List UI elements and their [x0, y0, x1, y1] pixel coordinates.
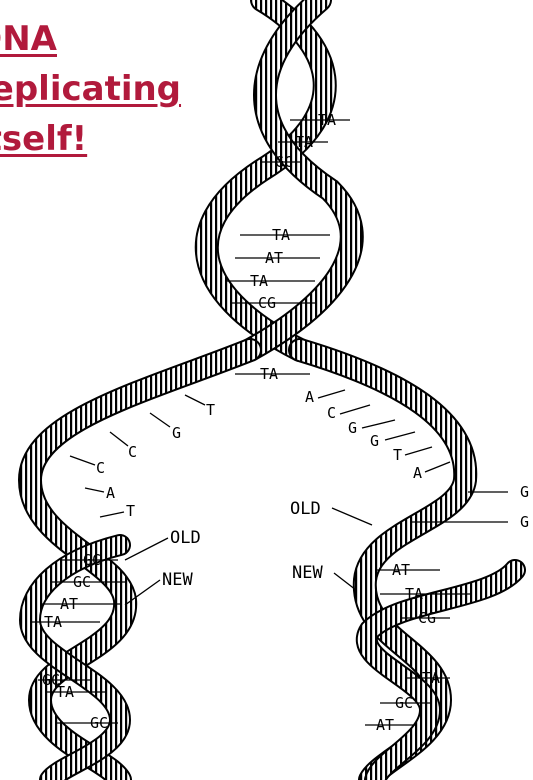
parent-helix	[194, 0, 364, 362]
right-daughter-helix	[288, 338, 526, 780]
right-daughter-pairs: AT TA CG TA GC AT	[365, 561, 470, 734]
left-daughter-helix	[17, 338, 262, 780]
parent-pair-4: TA	[272, 226, 290, 244]
parent-base-pairs: TA TA GC TA AT TA CG TA	[225, 111, 350, 383]
left-daughter-pairs: GC GC AT TA GC TA GC	[30, 551, 125, 732]
right-base-1: A	[305, 388, 314, 406]
right-unpaired-bases: A C G G T A G G	[305, 388, 529, 531]
left-base-1: T	[206, 401, 215, 419]
left-pair-3: AT	[60, 595, 78, 613]
left-base-4: C	[96, 459, 105, 477]
left-pair-7: GC	[90, 714, 108, 732]
parent-pair-5: AT	[265, 249, 283, 267]
right-pair-6: AT	[376, 716, 394, 734]
parent-pair-8: TA	[260, 365, 278, 383]
parent-pair-1: TA	[318, 111, 336, 129]
right-base-7: G	[520, 483, 529, 501]
right-pair-3: CG	[418, 609, 436, 627]
title-line-2: replicating	[0, 69, 182, 109]
right-base-6: A	[413, 464, 422, 482]
right-pair-2: TA	[405, 585, 423, 603]
left-pair-2: GC	[73, 573, 91, 591]
left-pair-4: TA	[44, 613, 62, 631]
right-base-8: G	[520, 513, 529, 531]
left-base-2: G	[172, 424, 181, 442]
right-pair-5: GC	[395, 694, 413, 712]
title-line-3: itself!	[0, 119, 88, 159]
right-old-label: OLD	[290, 499, 321, 519]
left-new-label: NEW	[162, 570, 193, 590]
title-line-1: DNA	[0, 19, 57, 59]
left-old-label: OLD	[170, 528, 201, 548]
left-base-3: C	[128, 443, 137, 461]
parent-pair-7: CG	[258, 294, 276, 312]
right-pair-1: AT	[392, 561, 410, 579]
parent-pair-3: GC	[275, 153, 293, 171]
right-base-2: C	[327, 404, 336, 422]
right-base-4: G	[370, 432, 379, 450]
parent-pair-6: TA	[250, 272, 268, 290]
right-pair-4: TA	[422, 669, 440, 687]
left-pair-5: GC	[42, 671, 60, 689]
right-base-3: G	[348, 419, 357, 437]
parent-pair-2: TA	[295, 133, 313, 151]
diagram-title: DNA replicating itself!	[0, 14, 181, 164]
right-base-5: T	[393, 446, 402, 464]
strand-labels: OLD NEW OLD NEW	[124, 499, 373, 606]
left-pair-6: TA	[56, 683, 74, 701]
left-pair-1: GC	[83, 551, 101, 569]
left-base-6: T	[126, 502, 135, 520]
left-base-5: A	[106, 484, 115, 502]
left-unpaired-bases: T G C C A T	[69, 394, 215, 520]
right-new-label: NEW	[292, 563, 323, 583]
